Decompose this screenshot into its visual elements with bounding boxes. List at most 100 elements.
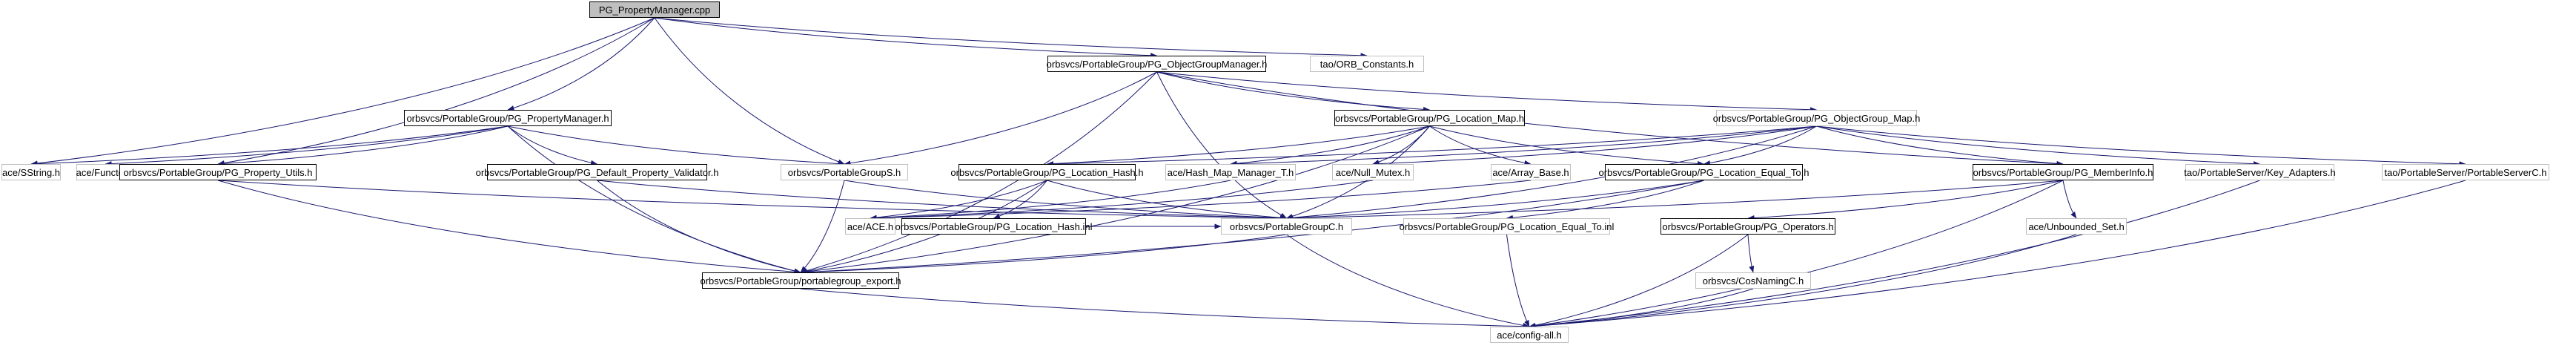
graph-edge xyxy=(654,17,1368,59)
graph-edge xyxy=(1286,180,2064,221)
graph-node-label: orbsvcs/PortableGroup/PG_ObjectGroup_Map… xyxy=(1712,112,1921,124)
graph-edge xyxy=(800,288,1530,330)
graph-node-label: ace/Unbounded_Set.h xyxy=(2028,220,2125,232)
graph-edge xyxy=(870,180,1532,221)
graph-node-n2[interactable]: tao/ORB_Constants.h xyxy=(1310,56,1424,72)
graph-edge xyxy=(1372,125,1817,167)
graph-node-label: orbsvcs/PortableGroup/PG_Location_Map.h xyxy=(1334,112,1525,124)
graph-edge xyxy=(654,17,845,165)
graph-node-n23[interactable]: orbsvcs/PortableGroup/PG_Operators.h xyxy=(1661,218,1835,235)
graph-node-label: ace/Array_Base.h xyxy=(1492,166,1569,178)
graph-node-label: orbsvcs/PortableGroup/portablegroup_expo… xyxy=(700,275,901,287)
graph-edge xyxy=(1156,71,2064,167)
graph-node-n6[interactable]: ace/SString.h xyxy=(1,164,61,180)
graph-node-label: ace/SString.h xyxy=(1,166,61,178)
graph-edge xyxy=(30,17,655,166)
graph-node-n1[interactable]: orbsvcs/PortableGroup/PG_ObjectGroupMana… xyxy=(1047,56,1267,72)
graph-node-n12[interactable]: ace/Hash_Map_Manager_T.h xyxy=(1165,164,1296,180)
graph-edge xyxy=(1047,180,1287,220)
graph-edge xyxy=(1156,71,1287,219)
graph-edge xyxy=(654,17,1157,59)
graph-edge xyxy=(1529,180,2466,329)
graph-node-n5[interactable]: orbsvcs/PortableGroup/PG_ObjectGroup_Map… xyxy=(1713,110,1920,126)
graph-edge xyxy=(800,180,845,273)
graph-edge xyxy=(844,71,1157,166)
graph-node-label: orbsvcs/PortableGroup/PG_Default_Propert… xyxy=(475,166,719,178)
graph-edge xyxy=(1429,125,1704,166)
graph-node-n10[interactable]: orbsvcs/PortableGroupS.h xyxy=(781,164,908,180)
graph-node-n19[interactable]: ace/ACE.h xyxy=(845,218,895,235)
graph-node-n21[interactable]: orbsvcs/PortableGroupC.h xyxy=(1221,218,1352,235)
graph-edge xyxy=(30,125,509,167)
graph-node-label: orbsvcs/PortableGroup/PG_PropertyManager… xyxy=(406,112,609,124)
graph-node-label: ace/Null_Mutex.h xyxy=(1335,166,1411,178)
graph-edge xyxy=(1230,125,1430,166)
graph-edge xyxy=(597,180,1287,221)
graph-node-label: PG_PropertyManager.cpp xyxy=(598,4,711,16)
graph-edge xyxy=(507,125,801,274)
graph-edge xyxy=(217,180,1287,221)
graph-edge xyxy=(1529,180,2064,329)
graph-node-n13[interactable]: ace/Null_Mutex.h xyxy=(1332,164,1414,180)
graph-node-n3[interactable]: orbsvcs/PortableGroup/PG_PropertyManager… xyxy=(404,110,612,126)
graph-node-n26[interactable]: orbsvcs/CosNamingC.h xyxy=(1695,272,1811,289)
graph-node-label: orbsvcs/PortableGroup/PG_MemberInfo.h xyxy=(1973,166,2153,178)
graph-edge xyxy=(1230,125,1817,167)
graph-node-n24[interactable]: ace/Unbounded_Set.h xyxy=(2026,218,2127,235)
graph-node-label: orbsvcs/PortableGroup/PG_Location_Equal_… xyxy=(1399,220,1615,232)
graph-node-label: orbsvcs/PortableGroup/PG_Location_Hash.i… xyxy=(895,220,1093,232)
graph-node-n9[interactable]: orbsvcs/PortableGroup/PG_Default_Propert… xyxy=(476,164,718,180)
graph-edge xyxy=(217,125,509,166)
graph-edge xyxy=(1429,125,1532,166)
graph-node-n22[interactable]: orbsvcs/PortableGroup/PG_Location_Equal_… xyxy=(1400,218,1614,235)
graph-edge xyxy=(1047,125,1817,167)
graph-edge xyxy=(1372,125,1430,165)
graph-node-label: orbsvcs/PortableGroup/PG_Property_Utils.… xyxy=(123,166,313,178)
graph-node-n4[interactable]: orbsvcs/PortableGroup/PG_Location_Map.h xyxy=(1334,110,1525,126)
graph-edge xyxy=(2062,180,2077,219)
graph-edge xyxy=(1156,71,1817,113)
graph-edge xyxy=(1506,180,1704,220)
graph-edge xyxy=(870,180,1047,220)
graph-node-n8[interactable]: orbsvcs/PortableGroup/PG_Property_Utils.… xyxy=(119,164,317,180)
graph-edge xyxy=(1156,71,1430,112)
graph-edge xyxy=(1747,234,1755,273)
graph-edge xyxy=(597,180,801,274)
graph-node-n25[interactable]: orbsvcs/PortableGroup/portablegroup_expo… xyxy=(700,272,901,289)
graph-node-n20[interactable]: orbsvcs/PortableGroup/PG_Location_Hash.i… xyxy=(895,218,1092,235)
graph-node-n27[interactable]: ace/config-all.h xyxy=(1490,327,1569,343)
graph-edge xyxy=(507,17,655,111)
graph-node-n18[interactable]: tao/PortableServer/PortableServerC.h xyxy=(2382,164,2549,180)
graph-edge xyxy=(1047,125,1430,167)
graph-node-label: ace/config-all.h xyxy=(1497,329,1562,341)
graph-edge xyxy=(1703,125,1817,166)
graph-edge xyxy=(870,180,1374,221)
graph-edge xyxy=(1529,288,1754,329)
graph-node-n17[interactable]: tao/PortableServer/Key_Adapters.h xyxy=(2184,164,2336,180)
graph-node-label: orbsvcs/PortableGroup/PG_Location_Equal_… xyxy=(1598,166,1810,178)
graph-node-n0[interactable]: PG_PropertyManager.cpp xyxy=(589,1,720,18)
graph-node-n11[interactable]: orbsvcs/PortableGroup/PG_Location_Hash.h xyxy=(950,164,1144,180)
graph-node-label: orbsvcs/CosNamingC.h xyxy=(1702,275,1804,287)
graph-edge xyxy=(993,180,1047,219)
graph-edge xyxy=(507,125,845,167)
graph-node-label: tao/PortableServer/Key_Adapters.h xyxy=(2184,166,2336,178)
graph-edge xyxy=(1747,180,2064,220)
graph-edge xyxy=(870,180,1231,221)
graph-edge xyxy=(800,125,1430,275)
graph-node-label: ace/Hash_Map_Manager_T.h xyxy=(1167,166,1294,178)
graph-node-n15[interactable]: orbsvcs/PortableGroup/PG_Location_Equal_… xyxy=(1599,164,1810,180)
graph-edge xyxy=(1816,125,2260,167)
graph-node-n14[interactable]: ace/Array_Base.h xyxy=(1491,164,1571,180)
graph-node-label: orbsvcs/PortableGroupS.h xyxy=(787,166,901,178)
graph-node-label: orbsvcs/PortableGroup/PG_Operators.h xyxy=(1662,220,1834,232)
graph-edge xyxy=(217,17,655,166)
graph-node-label: ace/ACE.h xyxy=(847,220,894,232)
graph-edge xyxy=(507,125,597,166)
graph-edge xyxy=(1529,180,2260,329)
graph-edge xyxy=(1506,234,1530,327)
graph-node-n16[interactable]: orbsvcs/PortableGroup/PG_MemberInfo.h xyxy=(1973,164,2153,180)
graph-edge xyxy=(217,180,801,275)
graph-node-label: orbsvcs/PortableGroupC.h xyxy=(1229,220,1344,232)
